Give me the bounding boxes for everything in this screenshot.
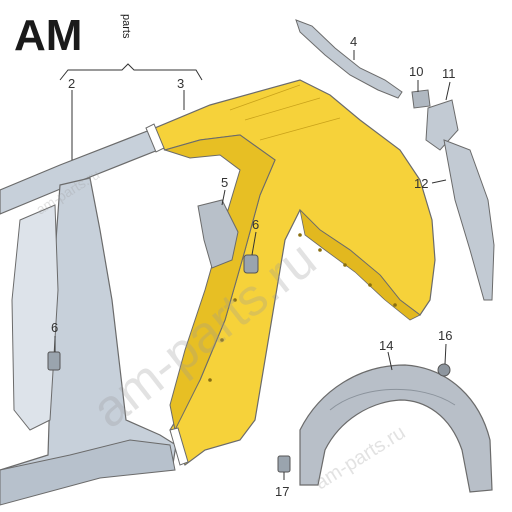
group-bracket-2-3	[59, 63, 203, 81]
wheel-arch-flange	[299, 208, 421, 321]
rail-bracket-part-4	[295, 19, 403, 99]
reinforcement-part-12	[443, 139, 495, 301]
leader-16	[444, 343, 447, 365]
leader-14	[387, 351, 393, 371]
callout-5: 5	[221, 175, 228, 190]
panel-contour-lines	[229, 84, 341, 141]
bracket-part-11	[425, 99, 459, 151]
bracket-part-5	[197, 199, 239, 269]
clip-part-17	[277, 455, 291, 473]
callout-14: 14	[379, 338, 393, 353]
rear-side-panel-highlighted	[145, 79, 436, 466]
weld-point	[233, 298, 237, 302]
callout-11: 11	[442, 66, 456, 81]
wheelhouse-liner-part-14	[299, 364, 493, 493]
callout-numbers: 2 3 4 5 6 6 10 11 12 14 16 17	[51, 34, 456, 499]
weld-point	[393, 303, 397, 307]
clip-part-10	[411, 89, 431, 109]
callout-16: 16	[438, 328, 452, 343]
screw-part-16	[437, 363, 451, 377]
weld-point	[220, 338, 224, 342]
weld-point	[298, 233, 302, 237]
weld-point	[208, 378, 212, 382]
callout-3: 3	[177, 76, 184, 91]
weld-point	[368, 283, 372, 287]
weld-point	[343, 263, 347, 267]
leader-12	[431, 179, 447, 184]
logo-main-text: AM	[14, 11, 82, 60]
sill-section	[0, 439, 176, 506]
am-parts-logo: AM parts	[14, 11, 132, 60]
logo-sub-text: parts	[120, 14, 132, 39]
callout-17: 17	[275, 484, 289, 499]
callout-12: 12	[414, 176, 428, 191]
leader-6-right	[251, 231, 257, 256]
leader-lines	[54, 50, 451, 480]
door-opening	[11, 204, 59, 431]
callout-6-right: 6	[252, 217, 259, 232]
leader-11	[445, 81, 451, 101]
section-cut-lower	[169, 427, 189, 466]
callout-10: 10	[409, 64, 423, 79]
weld-point	[318, 248, 322, 252]
clip-part-6-right	[243, 254, 259, 274]
callout-2: 2	[68, 76, 75, 91]
clip-part-6-left	[47, 351, 61, 371]
callout-6-left: 6	[51, 320, 58, 335]
leader-5	[221, 189, 226, 206]
callout-4: 4	[350, 34, 357, 49]
body-side-frame	[0, 129, 177, 506]
section-cut-upper	[145, 123, 165, 153]
